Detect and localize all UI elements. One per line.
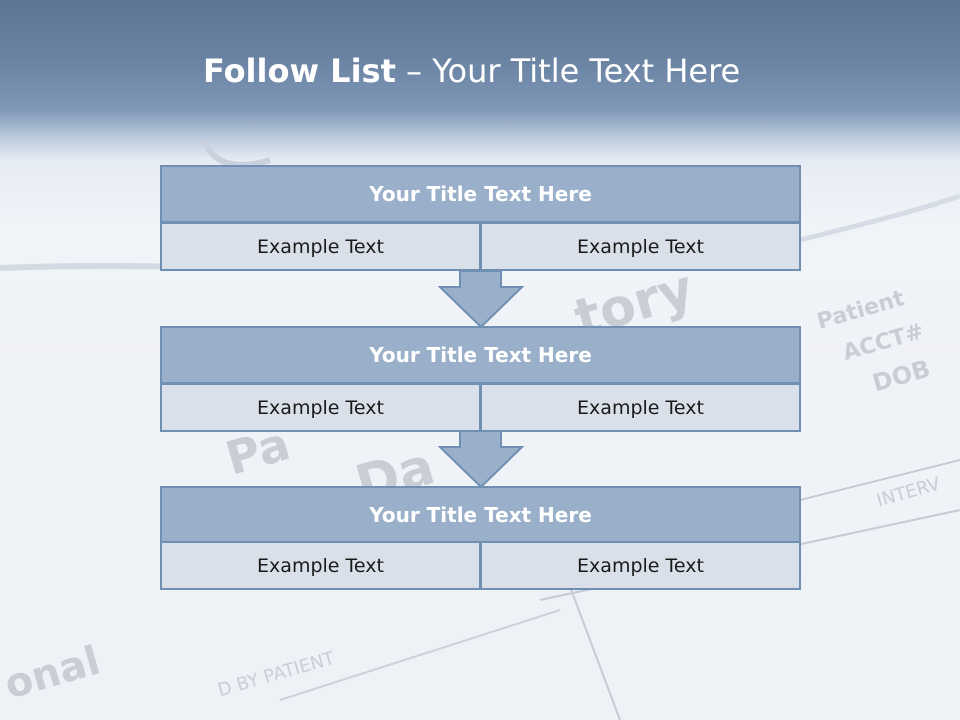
down-arrow-icon — [438, 270, 524, 329]
block-cell-right: Example Text — [480, 222, 801, 271]
block-cell-left: Example Text — [160, 383, 481, 432]
slide-title-rest: – Your Title Text Here — [395, 52, 741, 90]
slide-title: Follow List – Your Title Text Here — [203, 52, 740, 90]
block-cell-left: Example Text — [160, 222, 481, 271]
block-title: Your Title Text Here — [160, 326, 801, 384]
block-cell-right: Example Text — [480, 383, 801, 432]
block-title: Your Title Text Here — [160, 486, 801, 544]
block-cell-left: Example Text — [160, 541, 481, 590]
down-arrow-icon — [438, 430, 524, 489]
block-cell-right: Example Text — [480, 541, 801, 590]
slide-title-bold: Follow List — [203, 52, 396, 90]
block-title: Your Title Text Here — [160, 165, 801, 223]
